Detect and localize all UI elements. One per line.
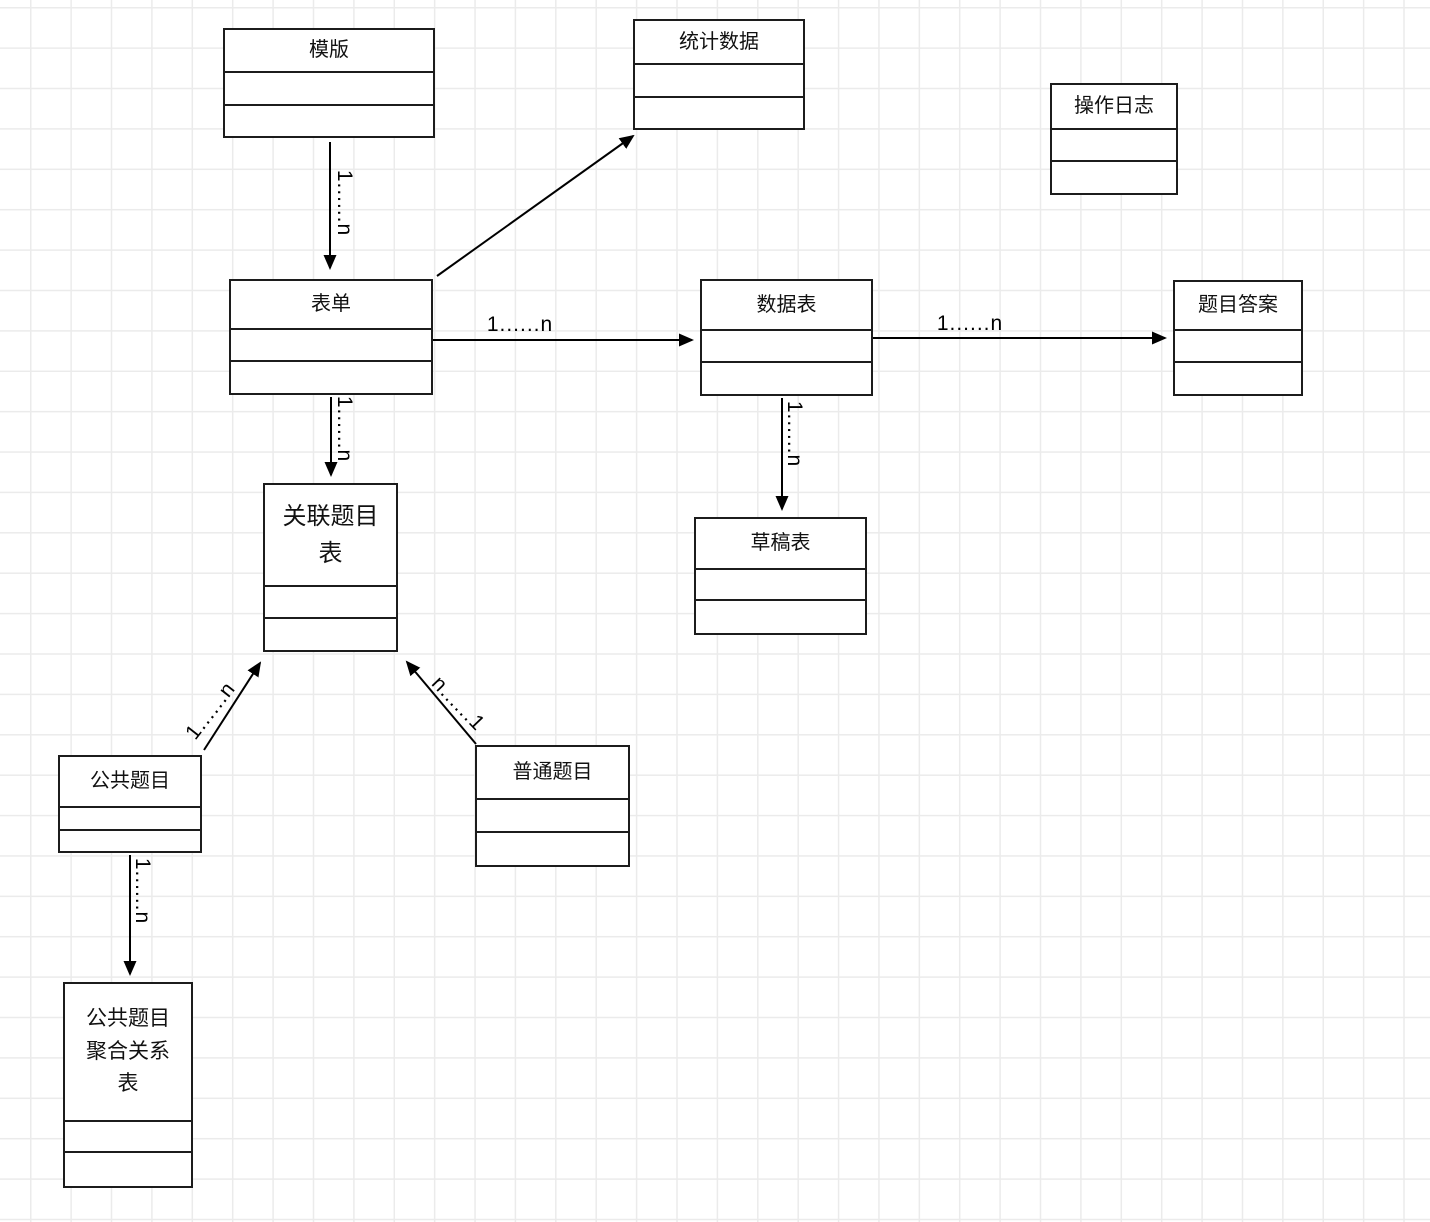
- class-title-stats: 统计数据: [679, 30, 759, 53]
- class-method-row: [60, 829, 200, 851]
- class-attr-row: [1052, 128, 1176, 160]
- class-method-row: [702, 361, 871, 394]
- edge-public-related[interactable]: [203, 661, 262, 751]
- edge-label-form-related: 1......n: [333, 395, 356, 463]
- class-box-stats[interactable]: 统计数据: [633, 19, 805, 130]
- class-attr-row: [65, 1120, 191, 1151]
- class-attr-row: [477, 798, 628, 831]
- edge-label-public-publicagg: 1......n: [131, 857, 154, 925]
- class-method-row: [1052, 160, 1176, 193]
- class-title-public: 公共题目: [90, 770, 170, 792]
- class-title-draft: 草稿表: [750, 532, 811, 554]
- class-attr-row: [702, 329, 871, 361]
- class-title-oplog: 操作日志: [1074, 95, 1154, 117]
- class-method-row: [231, 360, 431, 393]
- class-title-datatable: 数据表: [756, 293, 817, 316]
- class-title-answers: 题目答案: [1198, 294, 1278, 316]
- class-title-publicagg: 公共题目聚合关系表: [86, 1007, 170, 1096]
- class-box-draft[interactable]: 草稿表: [694, 517, 867, 635]
- class-box-normal[interactable]: 普通题目: [475, 745, 630, 867]
- class-method-row: [225, 104, 433, 136]
- edge-label-datatable-answers: 1......n: [936, 312, 1004, 335]
- class-method-row: [477, 831, 628, 865]
- class-method-row: [696, 599, 865, 633]
- class-method-row: [1175, 361, 1301, 394]
- class-box-template[interactable]: 模版: [223, 28, 435, 138]
- class-box-public[interactable]: 公共题目: [58, 755, 202, 853]
- class-attr-row: [1175, 329, 1301, 361]
- class-attr-row: [225, 71, 433, 104]
- class-title-normal: 普通题目: [512, 761, 593, 783]
- edge-label-form-datatable: 1......n: [486, 313, 554, 336]
- class-attr-row: [635, 63, 803, 96]
- class-attr-row: [231, 328, 431, 360]
- class-box-related[interactable]: 关联题目表: [263, 483, 398, 652]
- class-title-form: 表单: [311, 293, 351, 315]
- edge-normal-related[interactable]: [405, 660, 477, 745]
- class-box-datatable[interactable]: 数据表: [700, 279, 873, 396]
- class-attr-row: [265, 585, 396, 617]
- class-box-form[interactable]: 表单: [229, 279, 433, 395]
- edge-label-datatable-draft: 1......n: [783, 400, 806, 468]
- class-box-answers[interactable]: 题目答案: [1173, 280, 1303, 396]
- class-box-oplog[interactable]: 操作日志: [1050, 83, 1178, 195]
- edge-form-stats[interactable]: [436, 134, 635, 277]
- class-method-row: [65, 1151, 191, 1186]
- class-method-row: [635, 96, 803, 128]
- class-attr-row: [696, 568, 865, 599]
- edge-label-template-form: 1......n: [333, 169, 356, 237]
- class-attr-row: [60, 806, 200, 829]
- class-box-publicagg[interactable]: 公共题目聚合关系表: [63, 982, 193, 1188]
- class-title-related: 关联题目表: [282, 502, 379, 567]
- class-title-template: 模版: [309, 39, 349, 61]
- class-method-row: [265, 617, 396, 650]
